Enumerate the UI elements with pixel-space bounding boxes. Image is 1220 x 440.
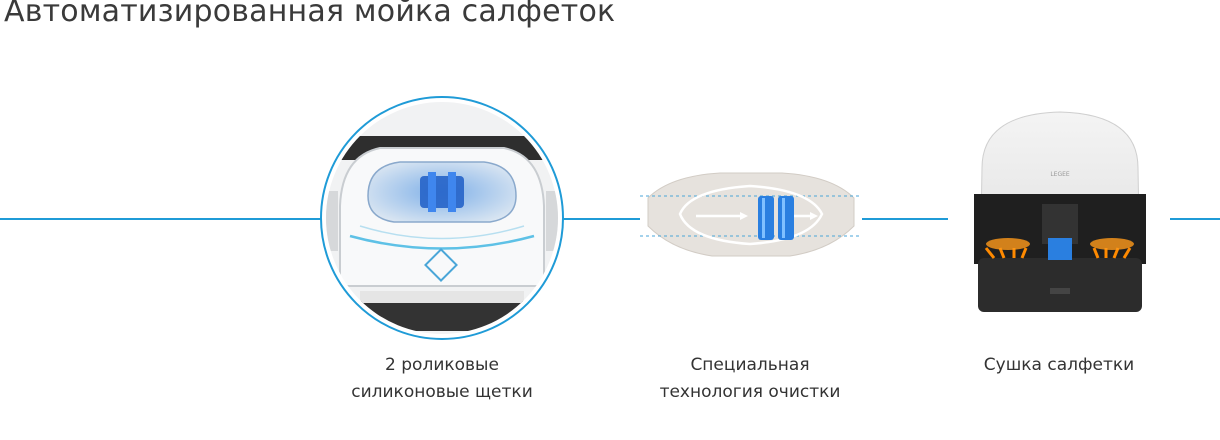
page-title: Автоматизированная мойка салфеток [4, 0, 616, 29]
caption-drying: Сушка салфетки [983, 355, 1135, 375]
feature-roller-brushes [320, 96, 564, 340]
feature-mop-pad [640, 168, 862, 268]
caption-roller-brushes: 2 роликовые силиконовые щетки [351, 355, 533, 402]
dock-drying-icon: LEGEE [974, 111, 1146, 312]
dock-brand-label: LEGEE [1050, 171, 1070, 178]
mop-pad-icon [640, 172, 862, 257]
caption-cleaning-technology: Специальная технология очистки [659, 355, 841, 402]
timeline-line-left [0, 218, 322, 220]
timeline-line-2 [562, 218, 640, 220]
feature-dock-drying: LEGEE [960, 108, 1160, 318]
roller-brushes-icon [320, 96, 564, 340]
timeline-line-right [1170, 218, 1220, 220]
timeline-line-3 [862, 218, 948, 220]
